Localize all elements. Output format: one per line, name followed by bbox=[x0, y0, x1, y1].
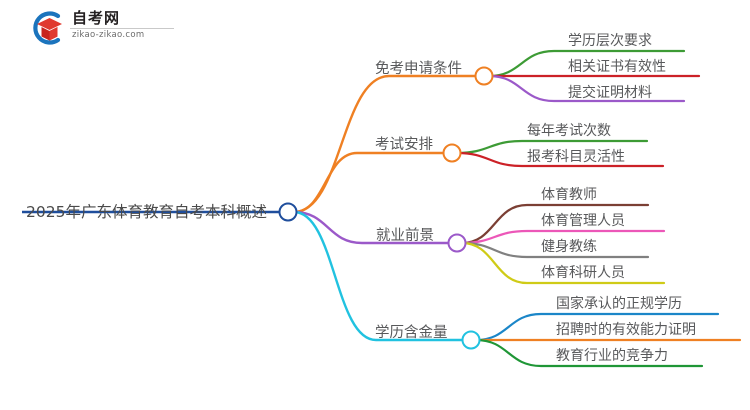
leaf-label-0-0: 学历层次要求 bbox=[568, 33, 652, 49]
root-node-circle bbox=[278, 202, 298, 222]
branch-connector-3 bbox=[292, 210, 468, 342]
leaf-connector-3-2 bbox=[474, 338, 704, 368]
branch-connector-group bbox=[292, 74, 481, 342]
branch-label-3: 学历含金量 bbox=[375, 325, 448, 341]
leaf-connector-group bbox=[455, 49, 742, 368]
leaf-label-3-1: 招聘时的有效能力证明 bbox=[556, 322, 696, 338]
leaf-label-3-2: 教育行业的竞争力 bbox=[556, 348, 668, 364]
leaf-connector-2-3 bbox=[460, 241, 666, 285]
logo-domain: zikao-zikao.com bbox=[72, 30, 145, 40]
leaf-label-2-3: 体育科研人员 bbox=[541, 265, 625, 281]
root-node-label: 2025年广东体育教育自考本科概述 bbox=[26, 203, 267, 221]
leaf-connector-0-2 bbox=[487, 74, 686, 103]
leaf-label-2-0: 体育教师 bbox=[541, 187, 597, 203]
branch-label-2: 就业前景 bbox=[376, 228, 434, 244]
branch-node-0 bbox=[474, 66, 494, 86]
leaf-label-1-0: 每年考试次数 bbox=[527, 123, 611, 139]
leaf-label-2-1: 体育管理人员 bbox=[541, 213, 625, 229]
leaf-label-1-1: 报考科目灵活性 bbox=[527, 149, 625, 165]
leaf-label-2-2: 健身教练 bbox=[541, 239, 597, 255]
logo-text: 自考网 zikao-zikao.com bbox=[70, 9, 178, 47]
node-circle-group bbox=[278, 66, 494, 350]
leaf-label-0-2: 提交证明材料 bbox=[568, 85, 652, 101]
graduation-cap-icon bbox=[33, 11, 62, 45]
branch-node-1 bbox=[442, 143, 462, 163]
branch-label-0: 免考申请条件 bbox=[375, 61, 462, 77]
branch-node-3 bbox=[461, 330, 481, 350]
branch-node-2 bbox=[447, 233, 467, 253]
branch-connector-2 bbox=[292, 210, 454, 245]
logo-divider bbox=[70, 28, 174, 29]
leaf-connector-2-0 bbox=[460, 203, 650, 245]
leaf-connector-1-1 bbox=[455, 151, 665, 168]
branch-label-1: 考试安排 bbox=[375, 137, 433, 153]
site-logo[interactable]: 自考网 zikao-zikao.com bbox=[28, 9, 178, 47]
branch-connector-1 bbox=[292, 151, 449, 214]
leaf-label-0-1: 相关证书有效性 bbox=[568, 59, 666, 75]
leaf-label-3-0: 国家承认的正规学历 bbox=[556, 296, 682, 312]
logo-name-cn: 自考网 bbox=[72, 9, 121, 27]
